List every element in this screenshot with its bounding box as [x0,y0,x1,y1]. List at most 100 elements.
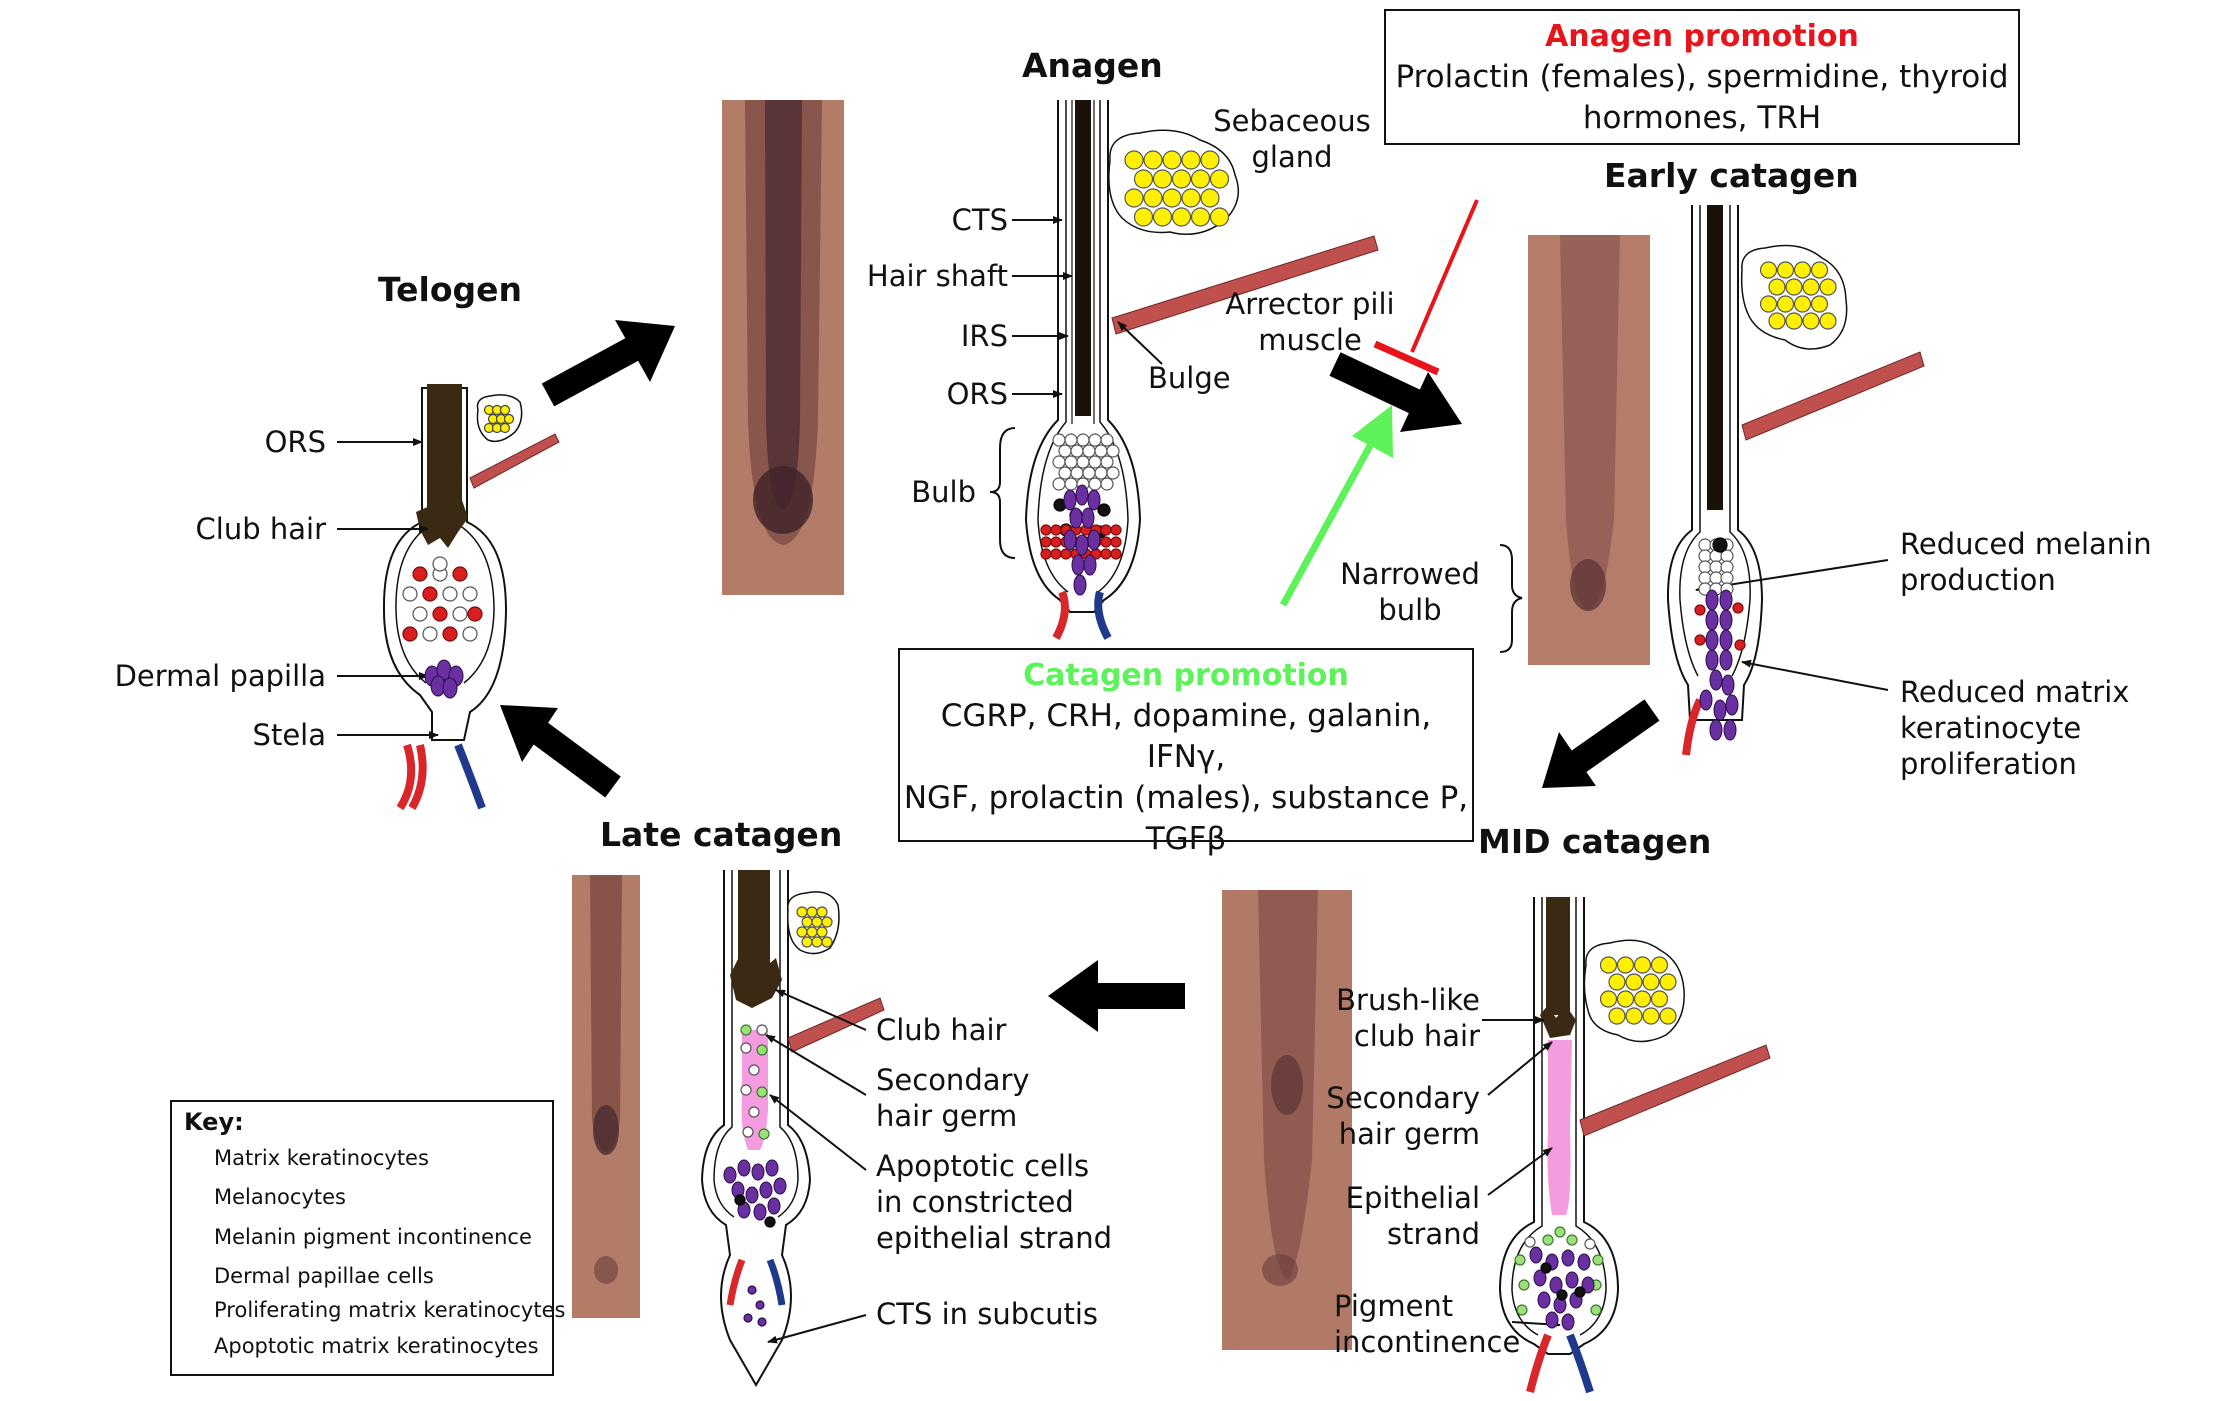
matrix-cell [1088,455,1102,469]
late-catagen-photo [572,875,640,1318]
proliferating-cell [1050,536,1062,548]
apoptotic-cell [1518,1279,1530,1291]
matrix-cell [1584,1238,1596,1250]
sebaceous-cell [1759,295,1778,313]
matrix-cell [1064,455,1078,469]
sebaceous-cell [1124,150,1144,170]
sebaceous-cell [1152,169,1173,189]
sebaceous-cell [1616,990,1635,1008]
catagen-promotion-arrow [1279,405,1393,607]
sebaceous-cell [499,422,511,434]
matrix-cell [1720,571,1734,585]
dermal-papilla-cell [1699,689,1713,711]
matrix-cell [1720,560,1734,574]
telogen-club-hair-label: Club hair [195,512,326,546]
sebaceous-cell [816,926,828,938]
anagen-irs-label: IRS [960,319,1008,353]
catagen-promotion-line3: TGFβ [1145,821,1227,857]
dermal-papilla-cell [1719,649,1733,671]
sebaceous-cell [1802,312,1820,330]
matrix-cell [1088,477,1102,491]
matrix-cell [1052,433,1066,447]
proliferating-cell [1100,524,1112,536]
dermal-papilla-cell [1549,1276,1563,1294]
melanin-incontinence [1574,1286,1586,1298]
anagen-ors-label: ORS [946,377,1008,411]
sebaceous-cell [796,926,808,938]
sebaceous-cell [811,936,823,948]
melanin-incontinence [764,1216,776,1228]
sebaceous-cell [503,413,515,425]
apoptotic-cell [1592,1254,1604,1266]
dermal-papilla-cell [1083,554,1097,576]
dermal-papilla-cell [1713,699,1727,721]
dermal-papilla-cell [1705,609,1719,631]
sebaceous-cell [1209,169,1230,189]
sebaceous-cell [1599,990,1618,1008]
catagen-promotion-title: Catagen promotion [1023,658,1349,693]
bulge-label: Bulge [1148,361,1231,395]
matrix-cell [1082,444,1096,458]
mid-catagen-follicle [1498,897,1771,1394]
matrix-cell [1088,433,1102,447]
proliferating-cell [1110,524,1122,536]
dermal-papilla-cell [442,677,458,699]
sebaceous-cell [1124,188,1144,208]
sebaceous-cell [1171,169,1192,189]
dermal-papilla-cell [1721,674,1735,696]
sebaceous-cell [1133,207,1154,227]
proliferating-cell [467,606,483,622]
sebaceous-cell [1810,261,1829,279]
anagen-promotion-title: Anagen promotion [1545,19,1859,54]
proliferating-cell [1040,536,1052,548]
proliferating-cell [452,566,468,582]
sebaceous-cell [806,926,818,938]
sebaceous-cell [1776,295,1795,313]
key-title: Key: [184,1108,244,1136]
anagen-inhibition-line [1373,199,1479,376]
arrow-early-to-mid-catagen [1542,699,1660,788]
catagen-promotion-line2: NGF, prolactin (males), substance P, [903,780,1469,816]
dermal-papilla-cell [1705,649,1719,671]
dermal-papilla-cell [723,1166,737,1184]
proliferating-cell [1734,639,1746,651]
matrix-cell [462,626,478,642]
sebaceous-cell [801,936,813,948]
apoptotic-cell [1566,1234,1578,1246]
sebaceous-cell [1659,973,1677,991]
dermal-papilla-cell [1073,574,1087,596]
matrix-cell [1698,538,1712,552]
sebaceous-cell [1759,261,1778,279]
key-item-apoptotic: Apoptotic matrix keratinocytes [214,1334,539,1358]
anagen-bulb-label: Bulb [911,475,976,509]
sebaceous-cell [1650,990,1669,1008]
proliferating-cell [1040,548,1052,560]
matrix-cell [1100,477,1114,491]
dermal-papilla-cell [755,1300,765,1310]
telogen-stela-label: Stela [252,718,326,752]
sebaceous-cell [1819,312,1837,330]
sebaceous-cell [1625,1007,1643,1025]
dermal-papilla-cell [1081,507,1095,529]
dermal-papilla-cell [1705,629,1719,651]
follicle-cells [402,150,1837,1331]
matrix-cell [1100,455,1114,469]
catagen-promotion-box: Catagen promotion CGRP, CRH, dopamine, g… [898,648,1474,857]
telogen-ors-label: ORS [264,425,326,459]
dermal-papilla-cell [1087,529,1101,551]
sebaceous-cell [1793,261,1812,279]
matrix-cell [1709,571,1723,585]
early-catagen-sebaceous-gland [1740,244,1848,350]
matrix-cell [1064,433,1078,447]
sebaceous-cell [1625,973,1643,991]
matrix-cell [442,586,458,602]
melanin-incontinence [1556,1289,1568,1301]
sebaceous-cell [1143,150,1163,170]
key-item-dermal-papilla: Dermal papillae cells [214,1264,434,1288]
